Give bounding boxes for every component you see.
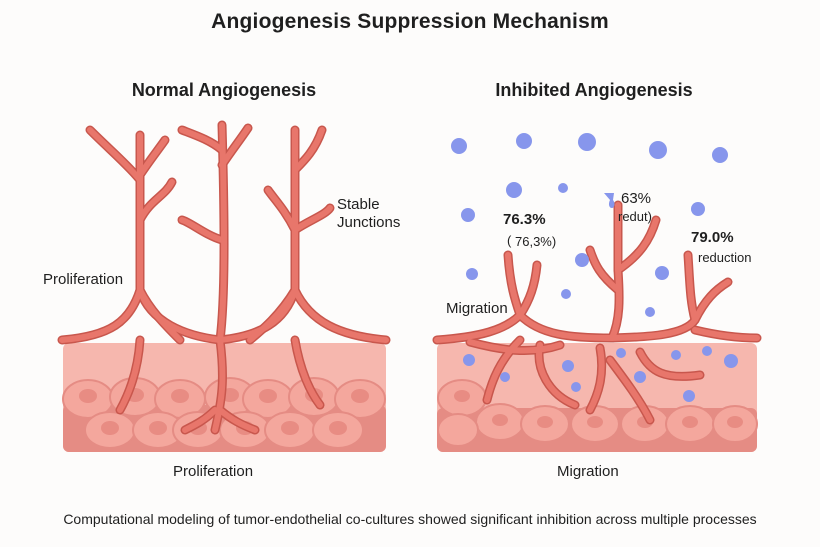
right-panel-title: Inhibited Angiogenesis [495, 80, 693, 100]
right-vessel-network [432, 200, 762, 425]
figure-caption: Computational modeling of tumor-endothel… [63, 511, 757, 527]
reduction-value-2: 63% [621, 190, 652, 207]
left-panel-title: Normal Angiogenesis [131, 80, 317, 100]
inhibitor-molecules [451, 133, 738, 402]
reduction-note-3: reduction [698, 250, 752, 265]
reduction-note-1: 76,3%) [515, 234, 557, 249]
reduction-note-1-open-paren: ( [507, 233, 512, 248]
right-bottom-migration-label: Migration [557, 463, 619, 480]
right-side-migration-label: Migration [446, 300, 508, 317]
stable-label-line2: Junctions [337, 214, 401, 231]
left-bottom-proliferation-label: Proliferation [173, 463, 254, 480]
reduction-value-1: 76.3% [503, 211, 546, 228]
stable-label-line1: Stable [337, 196, 380, 213]
diagram-title: Angiogenesis Suppression Mechanism [211, 10, 609, 33]
reduction-value-3: 79.0% [691, 229, 734, 246]
left-side-proliferation-label: Proliferation [43, 271, 124, 288]
reduction-note-2: redut) [618, 209, 652, 224]
left-vessel-network [57, 120, 391, 435]
